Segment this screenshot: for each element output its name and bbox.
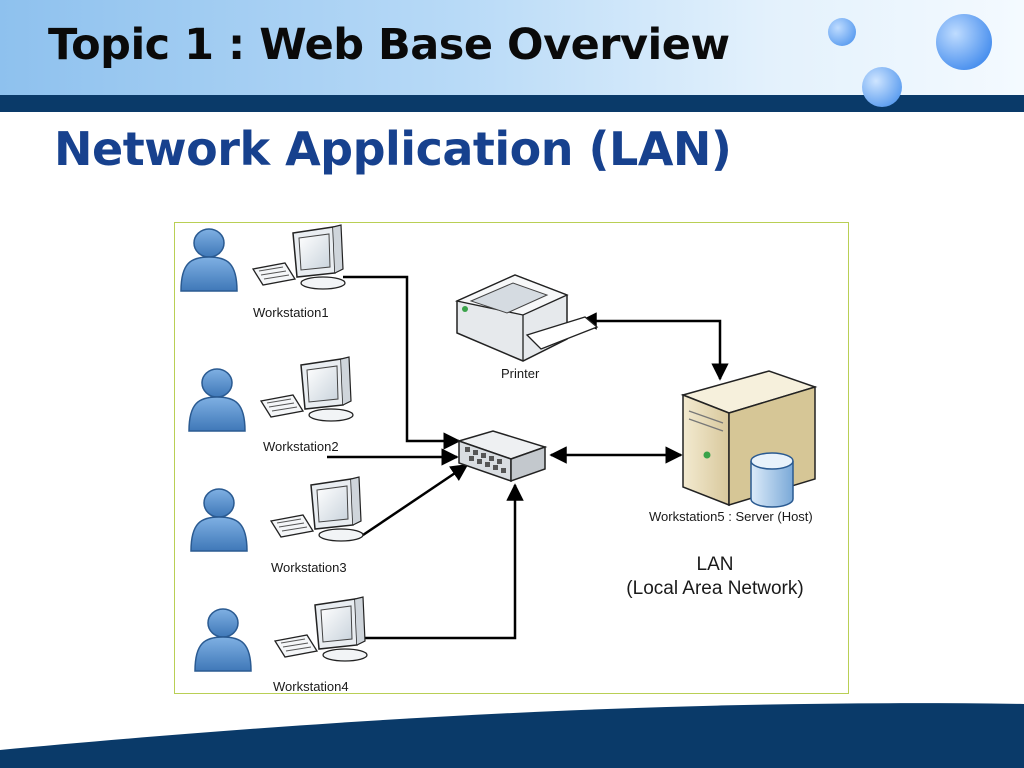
server-icon xyxy=(680,370,818,507)
connection-lines xyxy=(327,275,729,640)
lan-diagram: Workstation1 Workstation2 Workstation3 W… xyxy=(174,222,849,694)
decorative-bubble-icon xyxy=(862,67,902,107)
slide-title: Topic 1 : Web Base Overview xyxy=(48,20,730,70)
node-label-server: Workstation5 : Server (Host) xyxy=(649,509,813,524)
diagram-caption-title: LAN xyxy=(696,554,734,575)
node-label-workstation2: Workstation2 xyxy=(263,439,339,454)
diagram-caption: LAN (Local Area Network) xyxy=(595,553,835,601)
node-label-printer: Printer xyxy=(501,366,540,381)
node-label-workstation1: Workstation1 xyxy=(253,305,329,320)
header-rule xyxy=(0,95,1024,112)
computer-icon xyxy=(270,476,364,542)
user-icon xyxy=(194,608,252,672)
diagram-caption-subtitle: (Local Area Network) xyxy=(626,578,804,599)
footer-wave xyxy=(0,703,1024,768)
user-icon xyxy=(180,228,238,292)
header-band xyxy=(0,0,1024,95)
slide-subtitle: Network Application (LAN) xyxy=(54,122,732,176)
computer-icon xyxy=(274,596,368,662)
printer-icon xyxy=(454,274,599,362)
network-switch-icon xyxy=(456,430,548,483)
user-icon xyxy=(190,488,248,552)
computer-icon xyxy=(252,224,346,290)
user-icon xyxy=(188,368,246,432)
decorative-bubble-icon xyxy=(936,14,992,70)
lan-diagram-graphic xyxy=(180,224,818,672)
node-label-workstation3: Workstation3 xyxy=(271,560,347,575)
database-icon xyxy=(750,452,794,508)
decorative-bubble-icon xyxy=(828,18,856,46)
computer-icon xyxy=(260,356,354,422)
node-label-workstation4: Workstation4 xyxy=(273,679,349,694)
